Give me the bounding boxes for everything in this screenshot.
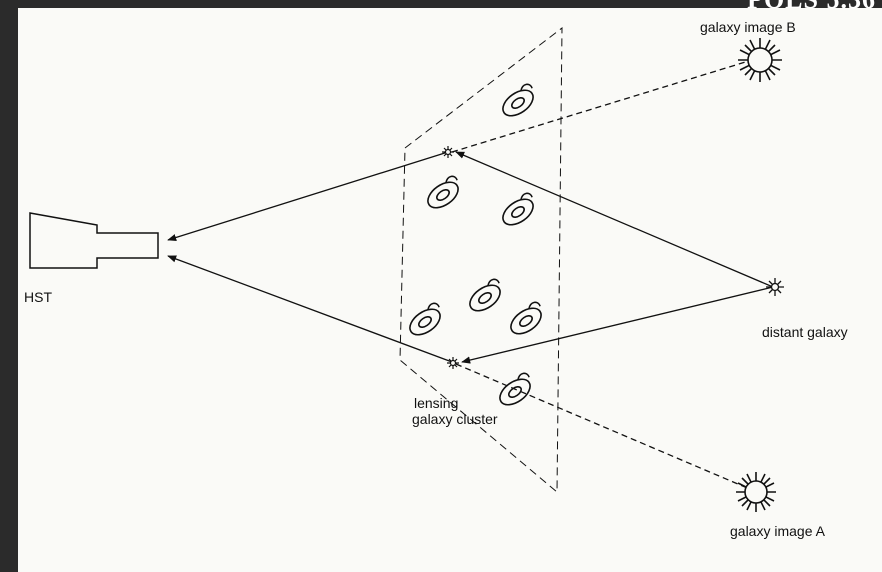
dashed-line-to-image-b (451, 59, 753, 153)
lensing-label-line1: lensing (414, 395, 458, 411)
frame-left-border (0, 0, 18, 572)
paper-background (18, 8, 882, 572)
ray-distant-to-image-a (461, 286, 774, 364)
hst-telescope-icon (29, 212, 159, 269)
galaxy-image-a-label: galaxy image A (730, 523, 826, 539)
hst-label: HST (24, 289, 52, 305)
lensing-label-line2: galaxy cluster (412, 411, 498, 427)
dashed-line-to-image-a (455, 363, 753, 491)
spiral-galaxy-icon (499, 372, 531, 406)
small-star-icon-lower (447, 357, 459, 369)
galaxy-image-a-star-icon (736, 472, 776, 512)
ray-image-b-to-hst (167, 151, 449, 242)
distant-galaxy-star-icon (766, 278, 784, 296)
galaxy-image-b-label: galaxy image B (700, 19, 796, 35)
spiral-galaxy-icon (469, 278, 501, 312)
galaxy-image-b-star-icon (738, 38, 782, 82)
spiral-galaxy-icon (510, 301, 542, 335)
figure-label: POLS 5.36 (747, 0, 876, 14)
spiral-galaxy-icon (409, 302, 441, 336)
frame-top-border (0, 0, 882, 8)
spiral-galaxy-icon (502, 192, 534, 226)
lensing-plane (399, 26, 563, 494)
spiral-galaxy-icon (502, 83, 534, 117)
spiral-galaxy-icon (427, 175, 459, 209)
distant-galaxy-label: distant galaxy (762, 324, 848, 340)
small-star-icon-upper (442, 146, 454, 158)
ray-distant-to-image-b (455, 151, 774, 288)
ray-image-a-to-hst (167, 255, 453, 363)
